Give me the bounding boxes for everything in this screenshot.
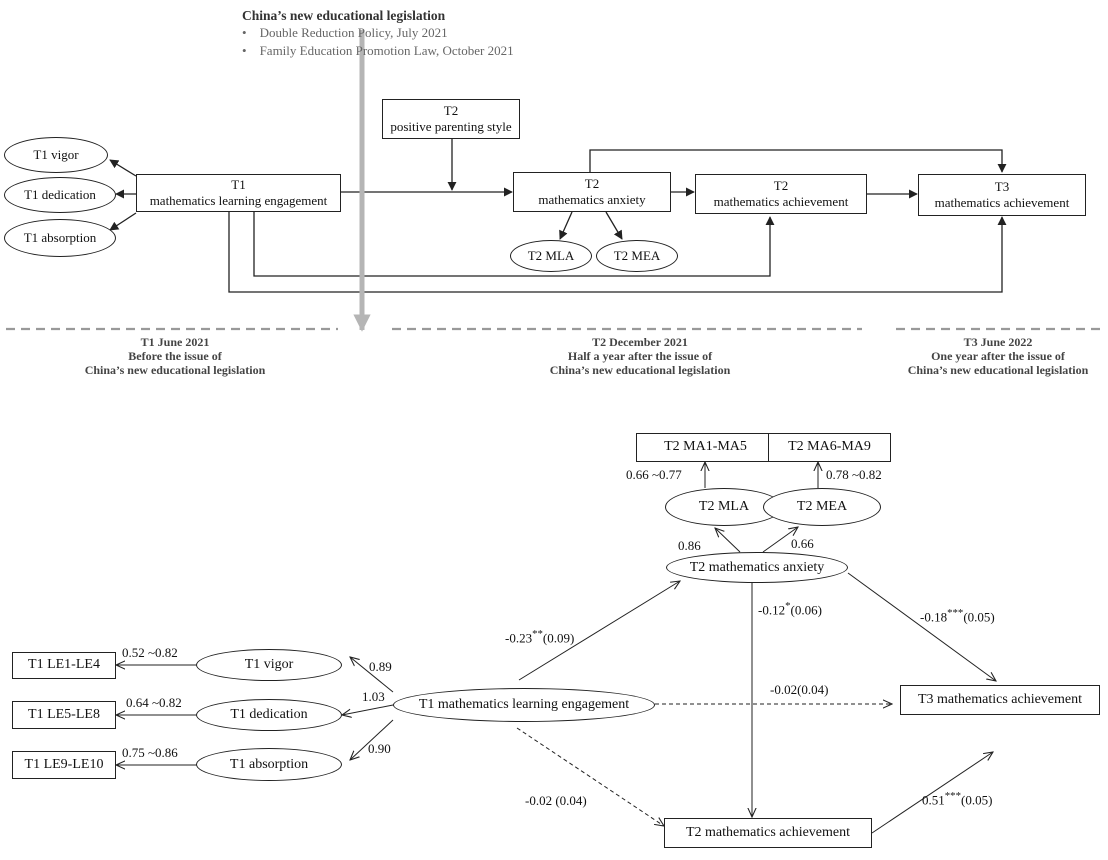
path-se: (0.05) xyxy=(961,792,993,808)
top-vigor-ellipse: T1 vigor xyxy=(4,137,108,173)
box-line: mathematics achievement xyxy=(934,195,1070,210)
sem-t2-achievement-box: T2 mathematics achievement xyxy=(664,818,872,848)
arrow-anxiety-to-mla xyxy=(559,211,573,240)
significance-stars: ** xyxy=(532,628,543,640)
timeline-label-t1: T1 June 2021 Before the issue of China’s… xyxy=(45,335,305,377)
significance-stars: *** xyxy=(947,607,964,619)
path-engagement-t3-achievement: -0.02(0.04) xyxy=(770,682,829,697)
top-absorption-ellipse: T1 absorption xyxy=(4,219,116,257)
loading-vigor: 0.89 xyxy=(369,659,392,674)
loading-mla: 0.86 xyxy=(678,538,701,553)
box-line: T2 xyxy=(773,178,789,194)
top-t2-achievement-box: T2 mathematics achievement xyxy=(695,174,867,214)
sem-anxiety-ellipse: T2 mathematics anxiety xyxy=(666,552,848,583)
box-line: T3 xyxy=(994,179,1010,195)
timeline-line: Before the issue of xyxy=(128,348,222,363)
path-se: (0.05) xyxy=(963,609,995,625)
timeline-label-t3: T3 June 2022 One year after the issue of… xyxy=(868,335,1108,377)
path-engagement-t2-achievement: -0.02 (0.04) xyxy=(525,793,587,808)
significance-stars: * xyxy=(785,600,791,612)
legislation-item-text: Family Education Promotion Law, October … xyxy=(259,43,514,58)
top-t3-achievement-box: T3 mathematics achievement xyxy=(918,174,1086,216)
sem-engagement-ellipse: T1 mathematics learning engagement xyxy=(393,688,655,722)
box-line: T1 xyxy=(231,177,246,193)
path-engagement-anxiety: -0.23**(0.09) xyxy=(505,628,574,646)
arrow-anxiety-to-t3-achievement-sem xyxy=(847,572,996,681)
arrow-engagement-to-vigor xyxy=(109,159,137,177)
timeline-line: T3 June 2022 xyxy=(963,335,1033,349)
le1-le4-indicator-box: T1 LE1-LE4 xyxy=(12,652,116,679)
legislation-item-text: Double Reduction Policy, July 2021 xyxy=(259,25,448,40)
top-mla-ellipse: T2 MLA xyxy=(510,240,592,272)
path-coef: -0.12 xyxy=(758,602,786,618)
arrow-eng-to-anxiety-sem xyxy=(518,581,680,681)
legislation-title: China’s new educational legislation xyxy=(242,8,446,23)
sem-dedication-ellipse: T1 dedication xyxy=(196,699,342,731)
path-anxiety-t2-achievement: -0.12*(0.06) xyxy=(758,600,822,618)
arrow-engagement-to-absorption xyxy=(109,212,137,231)
timeline-label-t2: T2 December 2021 Half a year after the i… xyxy=(510,335,770,377)
timeline-line: One year after the issue of xyxy=(931,348,1065,363)
arrow-anxiety-to-t3-achievement xyxy=(589,149,1007,173)
sem-mea-ellipse: T2 MEA xyxy=(763,488,881,526)
top-mea-ellipse: T2 MEA xyxy=(596,240,678,272)
arrow-eng-to-vigor xyxy=(350,657,394,693)
timeline-line: T1 June 2021 xyxy=(140,335,210,349)
loading-dedication: 1.03 xyxy=(362,689,385,704)
loading-absorption: 0.90 xyxy=(368,741,391,756)
timeline-line: T2 December 2021 xyxy=(592,335,688,349)
loading-le5-8: 0.64 ~0.82 xyxy=(126,695,182,710)
box-line: mathematics achievement xyxy=(713,194,849,209)
arrow-eng-to-dedication xyxy=(342,704,394,715)
legislation-item: • Family Education Promotion Law, Octobe… xyxy=(242,43,514,58)
sem-t3-achievement-box: T3 mathematics achievement xyxy=(900,685,1100,715)
legislation-item: • Double Reduction Policy, July 2021 xyxy=(242,25,448,40)
significance-stars: *** xyxy=(944,790,961,802)
timeline-line: China’s new educational legislation xyxy=(907,362,1089,377)
arrow-anxiety-to-mea xyxy=(605,211,623,240)
sem-vigor-ellipse: T1 vigor xyxy=(196,649,342,681)
path-coef: -0.18 xyxy=(920,609,948,625)
arrow-anxiety-to-mea-sem xyxy=(762,527,798,553)
timeline-line: Half a year after the issue of xyxy=(567,348,713,363)
path-t2-t3-achievement: 0.51***(0.05) xyxy=(922,790,992,808)
loading-ma6-9: 0.78 ~0.82 xyxy=(826,467,882,482)
ma1-ma5-indicator-box: T2 MA1-MA5 xyxy=(636,433,775,462)
top-t2-anxiety-box: T2 mathematics anxiety xyxy=(513,172,671,212)
path-coef: 0.51 xyxy=(922,792,945,808)
box-line: mathematics anxiety xyxy=(538,192,646,207)
arrow-engagement-to-t3-achievement xyxy=(228,212,1007,293)
arrow-engagement-to-t2-achievement xyxy=(253,212,775,277)
le9-le10-indicator-box: T1 LE9-LE10 xyxy=(12,751,116,779)
loading-ma1-5: 0.66 ~0.77 xyxy=(626,467,682,482)
top-dedication-ellipse: T1 dedication xyxy=(4,177,116,213)
timeline-line: China’s new educational legislation xyxy=(549,362,731,377)
box-line: T2 xyxy=(584,176,600,192)
top-t2-parenting-box: T2 positive parenting style xyxy=(382,99,520,139)
top-t1-engagement-box: T1 mathematics learning engagement xyxy=(136,174,341,212)
box-line: T2 xyxy=(443,103,459,119)
path-se: (0.06) xyxy=(790,602,822,618)
arrow-eng-to-absorption xyxy=(350,719,394,760)
loading-le9-10: 0.75 ~0.86 xyxy=(122,745,178,760)
box-line: mathematics learning engagement xyxy=(149,193,328,208)
sem-absorption-ellipse: T1 absorption xyxy=(196,748,342,781)
arrow-eng-to-t2-achievement-sem xyxy=(516,727,664,826)
path-se: (0.09) xyxy=(542,630,575,646)
box-line: positive parenting style xyxy=(390,119,512,134)
loading-le1-4: 0.52 ~0.82 xyxy=(122,645,178,660)
arrow-t2-to-t3-achievement-sem xyxy=(871,752,993,834)
ma6-ma9-indicator-box: T2 MA6-MA9 xyxy=(768,433,891,462)
le5-le8-indicator-box: T1 LE5-LE8 xyxy=(12,701,116,729)
path-anxiety-t3-achievement: -0.18***(0.05) xyxy=(920,607,995,625)
timeline-line: China’s new educational legislation xyxy=(84,362,266,377)
path-coef: -0.23 xyxy=(505,630,533,646)
loading-mea: 0.66 xyxy=(791,536,814,551)
arrow-anxiety-to-mla-sem xyxy=(715,528,741,553)
